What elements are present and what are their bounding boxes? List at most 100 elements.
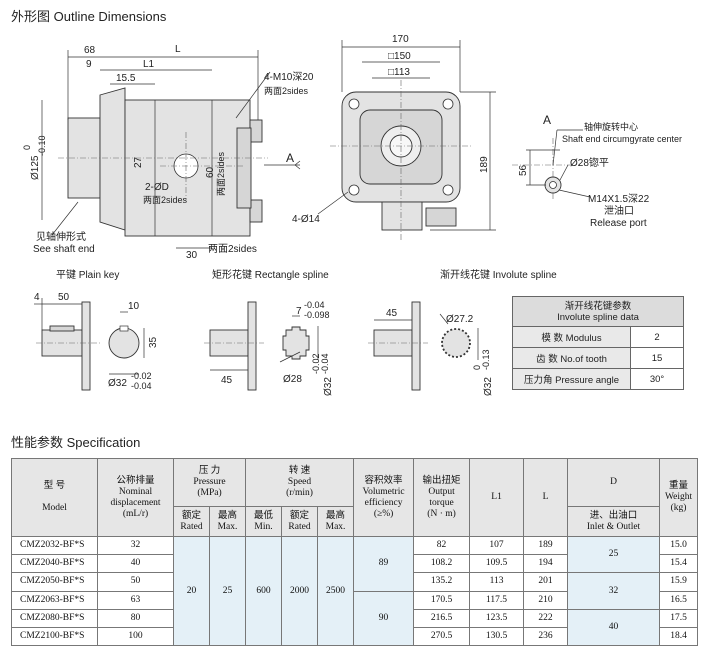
cell-l1: 117.5	[469, 590, 525, 610]
cell-displacement: 32	[97, 535, 174, 556]
cell-torque: 270.5	[413, 626, 471, 647]
spline-data-table: 渐开线花键参数 Involute spline data 模 数 Modulus…	[512, 296, 684, 390]
rect-spline-d7: 7	[296, 306, 302, 317]
plain-key-section	[108, 327, 140, 359]
side-sides-vertical: 两面2sides	[216, 151, 226, 196]
cell-l: 189	[523, 535, 569, 556]
cell-model: CMZ2080-BF*S	[11, 608, 98, 628]
col-efficiency: 容积效率 Volumetric efficiency (≥%)	[353, 458, 415, 537]
col-weight: 重量 Weight (kg)	[659, 458, 699, 537]
cell-model: CMZ2100-BF*S	[11, 626, 98, 647]
cell-l1: 107	[469, 535, 525, 556]
plain-key: 平键 Plain key 4 50 10 35 Ø32 -0.02 -0.04	[34, 268, 159, 391]
plain-key-d32: Ø32	[108, 378, 127, 389]
involute-spline-d45: 45	[386, 308, 398, 319]
cell-l1: 130.5	[469, 626, 525, 647]
cell-displacement: 80	[97, 608, 174, 628]
side-view: 68 L 9 L1 15.5 27 60 两面2sides 2-ØD 两面2si…	[22, 44, 314, 261]
plain-key-d35: 35	[148, 336, 159, 348]
dim-30: 30	[186, 250, 198, 261]
table-row: CMZ2100-BF*S 100 270.5 130.5 236 18.4	[11, 626, 699, 647]
cell-weight: 18.4	[659, 626, 699, 647]
spec-heading: 性能参数 Specification	[11, 435, 141, 450]
rect-spline-tol-upper: -0.04	[304, 300, 325, 310]
involute-spline-d32: Ø32	[483, 377, 494, 396]
cell-speed-rated: 2000	[281, 535, 319, 647]
m10-note: 4-M10深20	[264, 71, 314, 83]
spline-row: 压力角 Pressure angle 30°	[512, 368, 684, 390]
cell-efficiency: 90	[353, 590, 415, 647]
cell-torque: 216.5	[413, 608, 471, 628]
cell-torque: 135.2	[413, 572, 471, 592]
spline-row-value: 15	[630, 347, 684, 369]
involute-spline-title: 渐开线花键 Involute spline	[440, 268, 557, 281]
plain-key-tol-lower: -0.04	[131, 381, 152, 391]
col-pressure: 压 力 Pressure (MPa)	[172, 458, 247, 507]
table-row: CMZ2040-BF*S 40 108.2 109.5 194 15.4	[11, 554, 699, 574]
view-arrow-a: A	[286, 151, 294, 165]
spline-row-value: 30°	[630, 368, 684, 390]
plain-key-tol-upper: -0.02	[131, 371, 152, 381]
view-a-d28: Ø28锪平	[570, 156, 609, 169]
cell-l1: 109.5	[469, 554, 525, 574]
col-displacement: 公称排量 Nominal displacement (mL/r)	[97, 458, 174, 537]
cell-d: 40	[567, 608, 661, 647]
view-a-label: A	[543, 113, 551, 127]
dim-60: 60	[205, 166, 216, 178]
plain-key-d4: 4	[34, 292, 40, 303]
col-d: D	[567, 458, 661, 507]
table-row: CMZ2032-BF*S 32 20 25 600 2000 2500 89 8…	[11, 535, 699, 647]
spline-row: 齿 数 No.of tooth 15	[512, 347, 684, 369]
col-l1: L1	[469, 458, 525, 537]
cell-l: 194	[523, 554, 569, 574]
involute-spline-d32-upper: 0	[472, 365, 482, 370]
involute-spline-section	[441, 328, 471, 358]
view-a: A 轴伸旋转中心 Shaft end circumgyrate center Ø…	[512, 113, 682, 229]
involute-spline: 渐开线花键 Involute spline 45 Ø27.2 Ø32 0 -0.…	[368, 268, 557, 396]
view-a-note-en: Shaft end circumgyrate center	[562, 134, 682, 144]
mount-flange	[99, 87, 126, 231]
cell-d: 25	[567, 535, 661, 574]
shaft-tol-upper: 0	[22, 145, 32, 150]
col-l: L	[523, 458, 569, 537]
cell-torque: 82	[413, 535, 471, 556]
outline-heading: 外形图 Outline Dimensions	[11, 9, 167, 24]
rect-spline-d32-lower: -0.04	[320, 353, 330, 374]
outline-drawing: 68 L 9 L1 15.5 27 60 两面2sides 2-ØD 两面2si…	[22, 34, 682, 261]
cell-weight: 17.5	[659, 608, 699, 628]
cell-speed-min: 600	[245, 535, 283, 647]
shaft-dia: Ø125	[30, 155, 41, 180]
dim-150: □150	[388, 51, 411, 62]
cell-model: CMZ2032-BF*S	[11, 535, 98, 556]
cell-model: CMZ2040-BF*S	[11, 554, 98, 574]
view-a-port-cn: 泄油口	[604, 204, 634, 217]
view-a-note-cn: 轴伸旋转中心	[584, 121, 638, 132]
dim-27: 27	[133, 156, 144, 168]
spline-row-label: 压力角 Pressure angle	[512, 368, 631, 390]
pump-body	[124, 99, 251, 237]
cell-l: 222	[523, 608, 569, 628]
view-a-port-en: Release port	[590, 218, 647, 229]
bolt-bottom	[249, 199, 263, 223]
col-torque: 输出扭矩 Output torque (N · m)	[413, 458, 471, 537]
cell-torque: 108.2	[413, 554, 471, 574]
spline-row-label: 齿 数 No.of tooth	[512, 347, 631, 369]
rect-spline-tol-lower: -0.098	[304, 310, 330, 320]
involute-spline-d32-lower: -0.13	[481, 349, 491, 370]
spline-row: 模 数 Modulus 2	[512, 326, 684, 348]
cell-efficiency: 89	[353, 536, 415, 592]
spline-row-label: 模 数 Modulus	[512, 326, 631, 348]
cell-model: CMZ2063-BF*S	[11, 590, 98, 610]
spline-data-header: 渐开线花键参数 Involute spline data	[512, 296, 684, 327]
cell-model: CMZ2050-BF*S	[11, 572, 98, 592]
view-a-d56: 56	[518, 164, 529, 176]
rect-spline-d32-upper: -0.02	[311, 353, 321, 374]
cell-speed-max: 2500	[317, 535, 355, 647]
spline-row-value: 2	[630, 326, 684, 348]
shaft-ends-drawing: 平键 Plain key 4 50 10 35 Ø32 -0.02 -0.04 …	[34, 268, 557, 396]
rect-spline: 矩形花键 Rectangle spline 7 -0.04 -0.098 45 …	[204, 268, 334, 396]
